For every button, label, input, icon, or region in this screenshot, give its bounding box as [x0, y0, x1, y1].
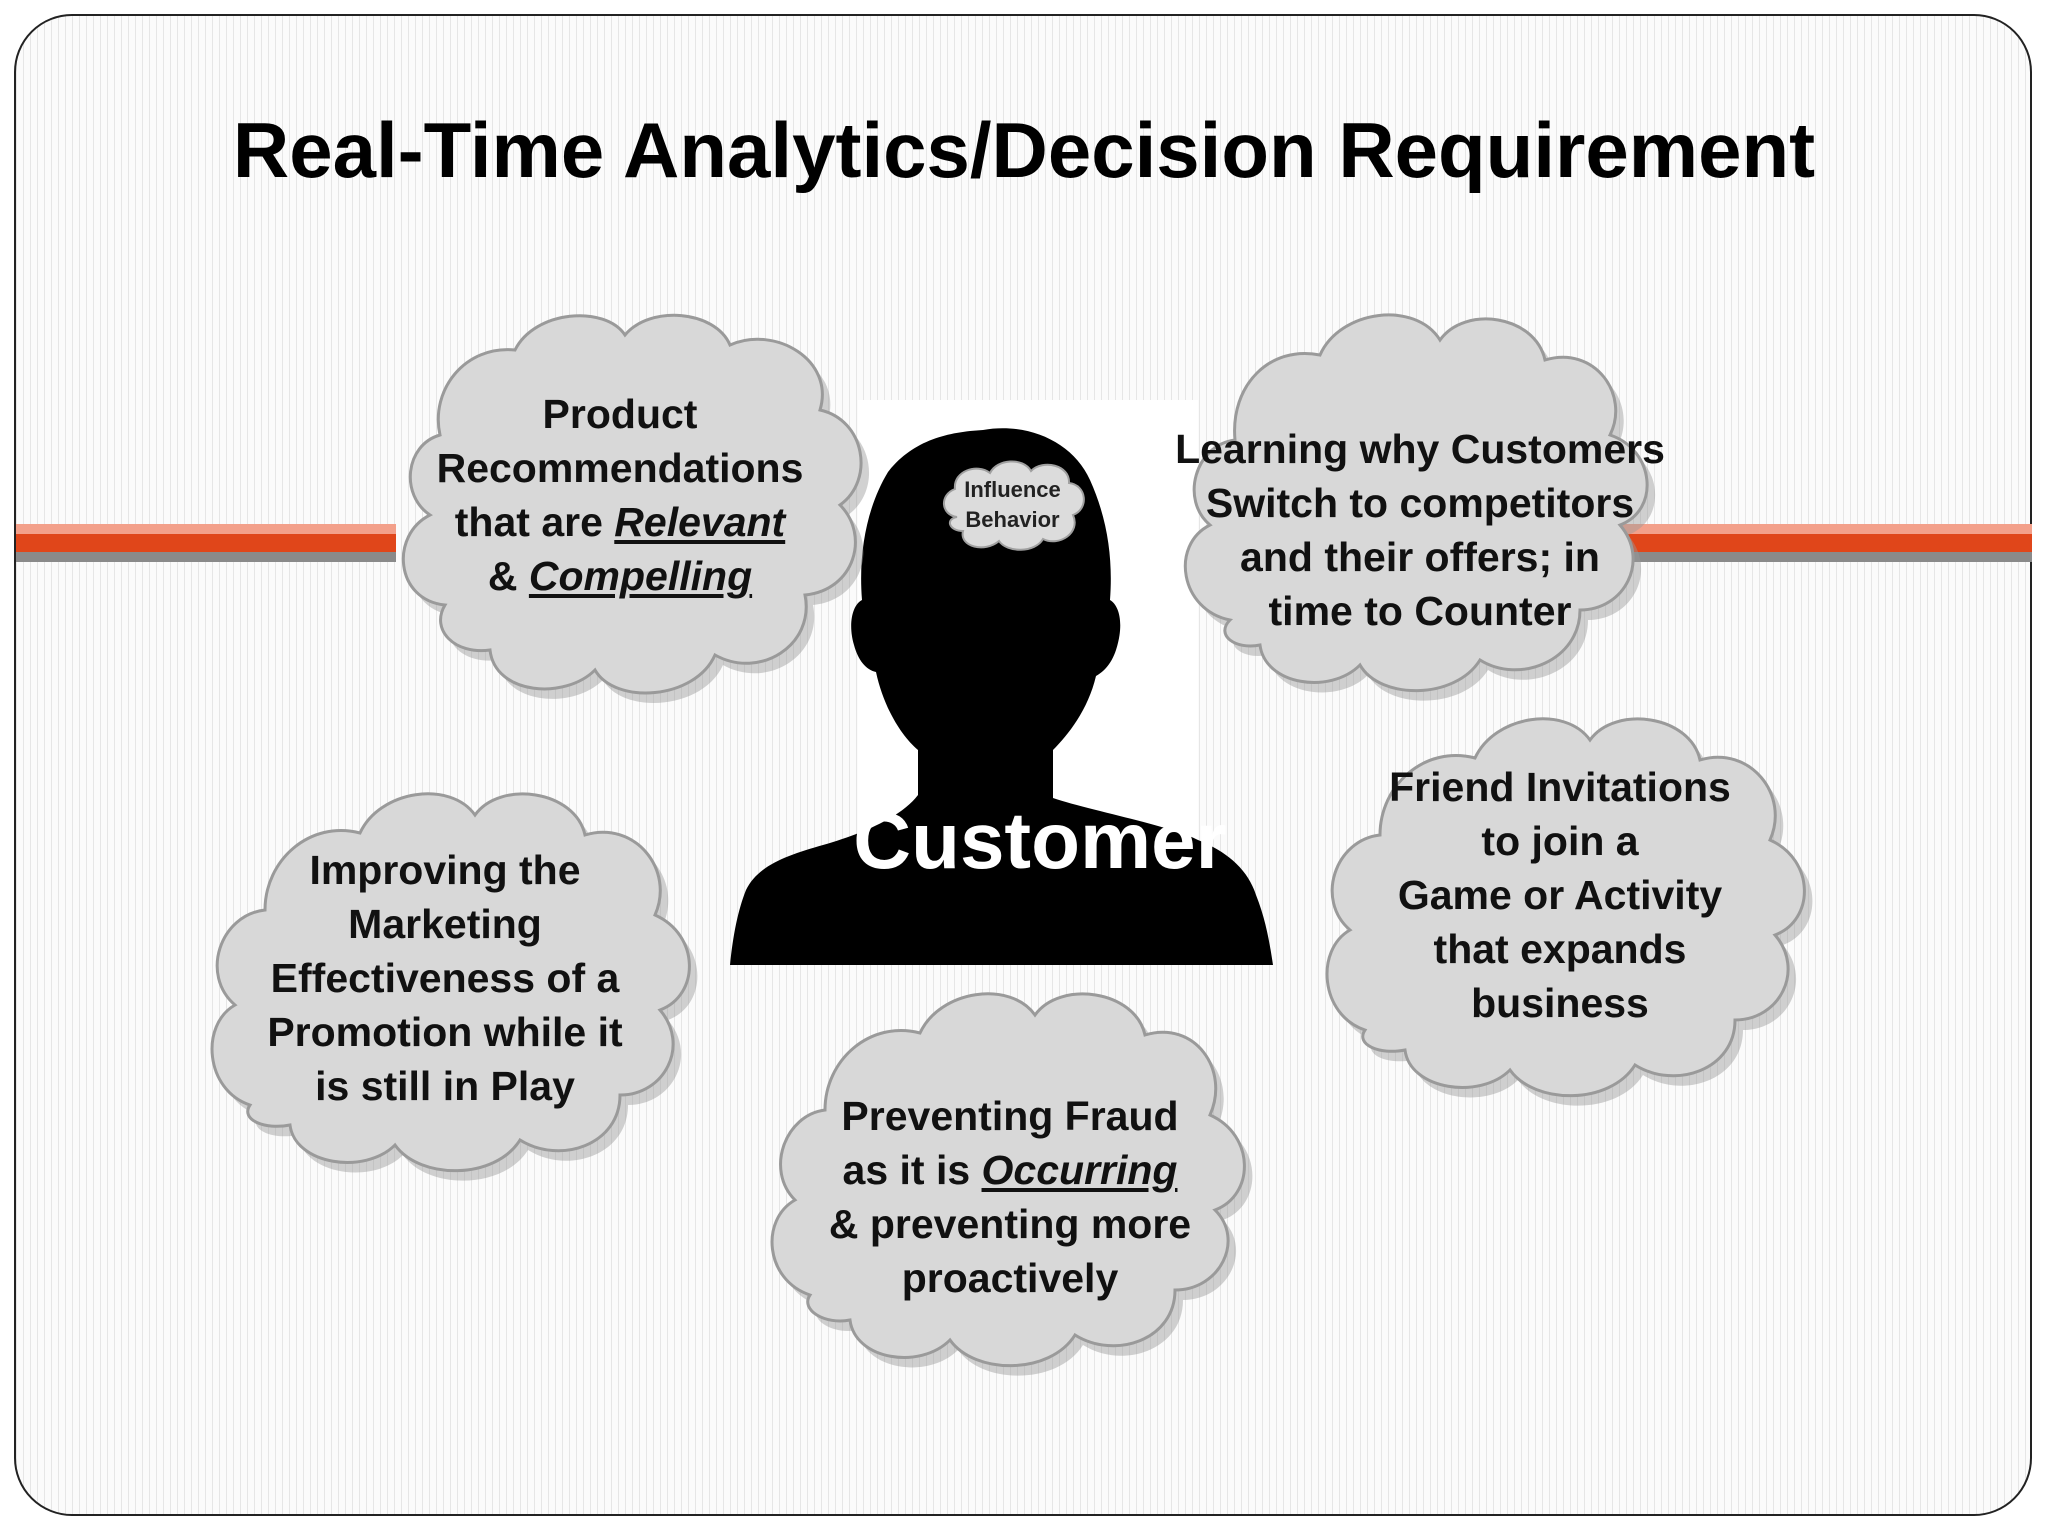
learning-line-1: Learning why Customers [1175, 426, 1665, 472]
product-line-3-em: Relevant [614, 499, 786, 545]
fraud-line-2-pre: as it is [842, 1147, 982, 1193]
fraud-line-3: & preventing more [828, 1201, 1192, 1247]
product-line-1: Product [542, 391, 698, 437]
friend-line-2: to join a [1481, 818, 1639, 864]
cloud-learning-why-customers-switch [1160, 300, 1670, 720]
marketing-line-2: Marketing [348, 901, 542, 947]
product-line-4-pre: & [487, 553, 529, 599]
learning-line-2: Switch to competitors [1205, 480, 1635, 526]
product-line-2: Recommendations [436, 445, 804, 491]
learning-text-block: Learning why Customers Switch to competi… [1130, 410, 1710, 650]
friend-line-4: that expands [1433, 926, 1687, 972]
cloud-product-recommendations: Product Recommendations that are Relevan… [375, 305, 885, 725]
marketing-line-1: Improving the [309, 847, 581, 893]
learning-line-4: time to Counter [1268, 588, 1572, 634]
customer-label: Customer [853, 796, 1227, 885]
friend-line-3: Game or Activity [1397, 872, 1723, 918]
cloud-preventing-fraud: Preventing Fraud as it is Occurring & pr… [750, 975, 1270, 1395]
learning-line-3: and their offers; in [1240, 534, 1600, 580]
accent-stripe-left [16, 524, 396, 564]
product-line-3-pre: that are [454, 499, 615, 545]
product-line-4-em: Compelling [528, 553, 753, 599]
customer-silhouette [730, 400, 1273, 965]
thought-cloud: Influence Behavior [935, 455, 1090, 555]
marketing-line-3: Effectiveness of a [270, 955, 620, 1001]
fraud-line-2-em: Occurring [981, 1147, 1178, 1193]
thought-line-1: Influence [964, 477, 1061, 502]
friend-line-1: Friend Invitations [1389, 764, 1731, 810]
marketing-line-5: is still in Play [315, 1063, 575, 1109]
fraud-line-1: Preventing Fraud [841, 1093, 1179, 1139]
thought-line-2: Behavior [965, 507, 1060, 532]
marketing-line-4: Promotion while it [267, 1009, 623, 1055]
friend-line-5: business [1471, 980, 1649, 1026]
accent-stripe-right [1620, 524, 2032, 564]
slide-title: Real-Time Analytics/Decision Requirement [232, 106, 1816, 194]
fraud-line-4: proactively [901, 1255, 1119, 1301]
cloud-friend-invitations: Friend Invitations to join a Game or Act… [1310, 700, 1830, 1130]
cloud-improving-marketing: Improving the Marketing Effectiveness of… [195, 775, 715, 1205]
